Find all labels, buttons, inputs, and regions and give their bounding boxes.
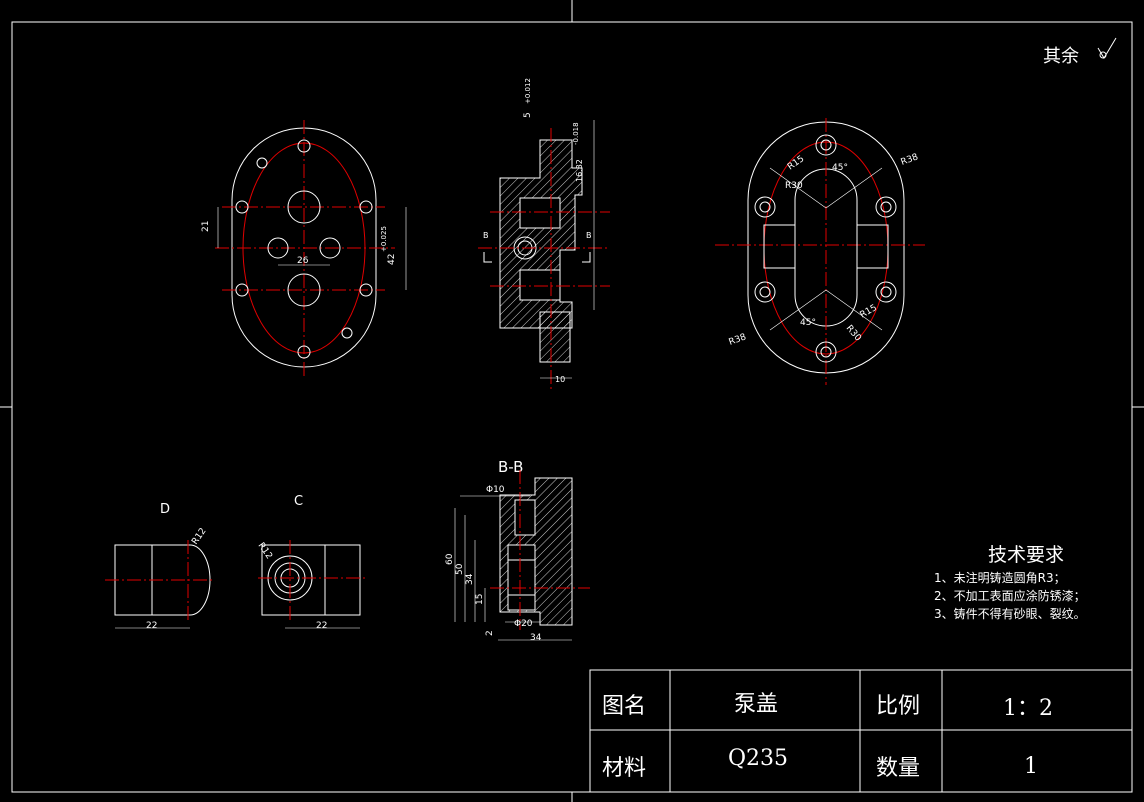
svg-text:10: 10 <box>555 375 565 384</box>
svg-text:B: B <box>483 231 489 240</box>
svg-text:45°: 45° <box>832 163 848 173</box>
svg-text:B: B <box>586 231 592 240</box>
svg-text:5: 5 <box>523 112 533 118</box>
svg-text:16.32: 16.32 <box>575 159 584 182</box>
svg-text:R15: R15 <box>859 303 879 321</box>
svg-text:34: 34 <box>530 633 542 643</box>
tech-req-title: 技术要求 <box>988 544 1065 566</box>
title-block-name-value: 泵盖 <box>734 692 779 717</box>
title-block <box>589 669 1133 793</box>
front-view: 21 26 42 +0.025 <box>201 120 407 378</box>
title-block-material-label: 材料 <box>602 756 647 781</box>
detail-view-c: C 22 R12 <box>256 494 365 631</box>
title-block-scale-label: 比例 <box>876 694 921 719</box>
svg-text:15: 15 <box>475 594 485 605</box>
svg-text:B-B: B-B <box>498 458 523 476</box>
svg-text:2: 2 <box>485 630 495 636</box>
svg-text:22: 22 <box>146 621 157 631</box>
svg-text:45°: 45° <box>800 318 816 328</box>
tech-req-item-2: 2、不加工表面应涂防锈漆； <box>934 589 1086 603</box>
svg-text:+0.012: +0.012 <box>524 78 532 104</box>
svg-text:R30: R30 <box>844 324 863 344</box>
svg-text:50: 50 <box>455 563 465 575</box>
tech-req-item-3: 3、铸件不得有砂眼、裂纹。 <box>934 607 1086 621</box>
title-block-qty-value: 1 <box>1024 754 1038 779</box>
title-block-scale-value: 1：2 <box>1003 696 1053 721</box>
rear-view: R15 R30 R38 45° 45° R38 R15 R30 <box>715 118 925 385</box>
svg-text:R12: R12 <box>256 541 274 561</box>
svg-text:其余: 其余 <box>1043 46 1079 67</box>
detail-view-d: D 22 R12 <box>105 502 215 631</box>
svg-text:60: 60 <box>445 553 455 565</box>
svg-text:R12: R12 <box>190 526 208 546</box>
svg-text:R38: R38 <box>900 152 920 168</box>
svg-text:D: D <box>160 502 170 517</box>
svg-text:Φ20: Φ20 <box>514 619 533 629</box>
svg-text:+0.025: +0.025 <box>380 226 388 252</box>
roughness-symbol-icon: 其余 <box>1043 37 1117 67</box>
svg-text:R15: R15 <box>786 154 806 172</box>
svg-text:-0.018: -0.018 <box>572 122 580 145</box>
title-block-material-value: Q235 <box>728 746 789 771</box>
svg-text:C: C <box>294 494 303 509</box>
svg-text:R30: R30 <box>785 181 803 191</box>
svg-text:22: 22 <box>316 621 327 631</box>
svg-text:26: 26 <box>297 256 309 266</box>
section-bb-view: B-B Φ10 Φ20 34 60 50 34 15 2 <box>445 458 590 643</box>
title-block-name-label: 图名 <box>602 694 647 719</box>
side-section-view: 5 +0.012 16.32 -0.018 B B 10 <box>478 78 610 390</box>
tech-req-item-1: 1、未注明铸造圆角R3； <box>934 571 1066 585</box>
svg-text:42: 42 <box>387 254 397 265</box>
svg-text:Φ10: Φ10 <box>486 485 505 495</box>
title-block-qty-label: 数量 <box>876 756 921 781</box>
svg-text:34: 34 <box>465 573 475 585</box>
svg-text:R38: R38 <box>728 332 748 348</box>
svg-text:21: 21 <box>201 221 211 232</box>
